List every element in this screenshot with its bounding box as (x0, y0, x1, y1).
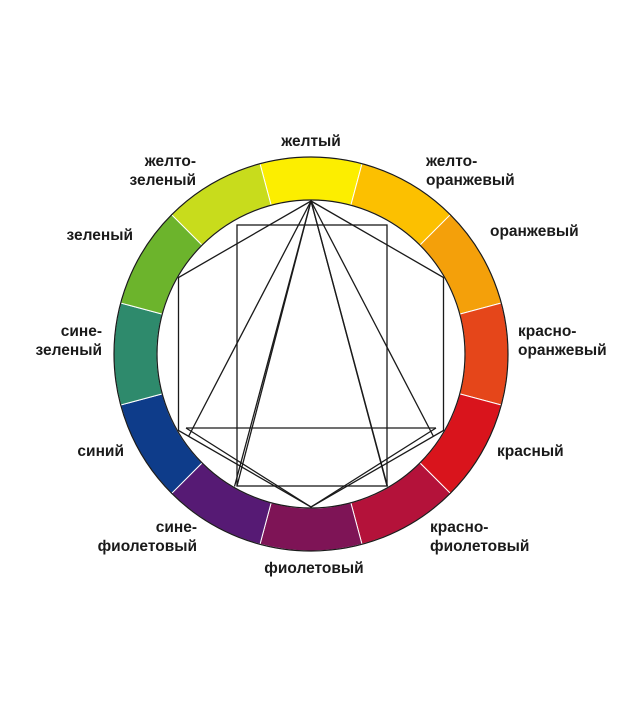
label-line: желто- (425, 153, 477, 170)
inner-ring-border (156, 199, 466, 509)
label-line: оранжевый (518, 342, 607, 359)
label-line: оранжевый (426, 172, 515, 189)
label-red-violet: красно-фиолетовый (430, 519, 529, 555)
label-line: синий (77, 443, 124, 460)
label-line: сине- (156, 519, 197, 536)
bottom-line-1 (185, 427, 312, 508)
label-green: зеленый (66, 227, 133, 244)
label-line: сине- (61, 323, 102, 340)
label-line: красно- (430, 519, 488, 536)
label-blue: синий (77, 443, 124, 460)
label-yellow-orange: желто-оранжевый (425, 153, 515, 189)
label-violet: фиолетовый (264, 560, 363, 577)
inner-square (236, 224, 388, 487)
label-red-orange: красно-оранжевый (518, 323, 607, 359)
label-red: красный (497, 443, 564, 460)
label-line: зеленый (35, 342, 102, 359)
label-line: зеленый (66, 227, 133, 244)
label-yellow-green: желто-зеленый (129, 153, 196, 189)
apex-line-5 (310, 200, 435, 437)
segment-blue-green (113, 302, 163, 406)
label-yellow: желтый (280, 133, 341, 150)
label-line: желто- (144, 153, 196, 170)
label-blue-green: сине-зеленый (35, 323, 102, 359)
label-orange: оранжевый (490, 223, 579, 240)
segment-yellow (259, 156, 363, 206)
bottom-line-2 (310, 427, 437, 508)
segment-violet (259, 502, 363, 552)
label-line: красный (497, 443, 564, 460)
label-line: фиолетовый (98, 538, 197, 555)
wheel-labels: желтыйжелто-оранжевыйоранжевыйкрасно-ора… (35, 133, 606, 577)
label-line: красно- (518, 323, 576, 340)
label-line: фиолетовый (430, 538, 529, 555)
label-blue-violet: сине-фиолетовый (98, 519, 197, 555)
label-line: оранжевый (490, 223, 579, 240)
wheel-segments (113, 156, 509, 552)
outer-ring-border (113, 156, 509, 552)
inner-geometric-shapes (177, 200, 445, 508)
label-line: зеленый (129, 172, 196, 189)
label-line: фиолетовый (264, 560, 363, 577)
apex-line-6 (187, 200, 312, 437)
segment-red-orange (459, 302, 509, 406)
label-line: желтый (280, 133, 341, 150)
apex-line-3 (310, 200, 389, 487)
apex-line-4 (233, 200, 312, 487)
